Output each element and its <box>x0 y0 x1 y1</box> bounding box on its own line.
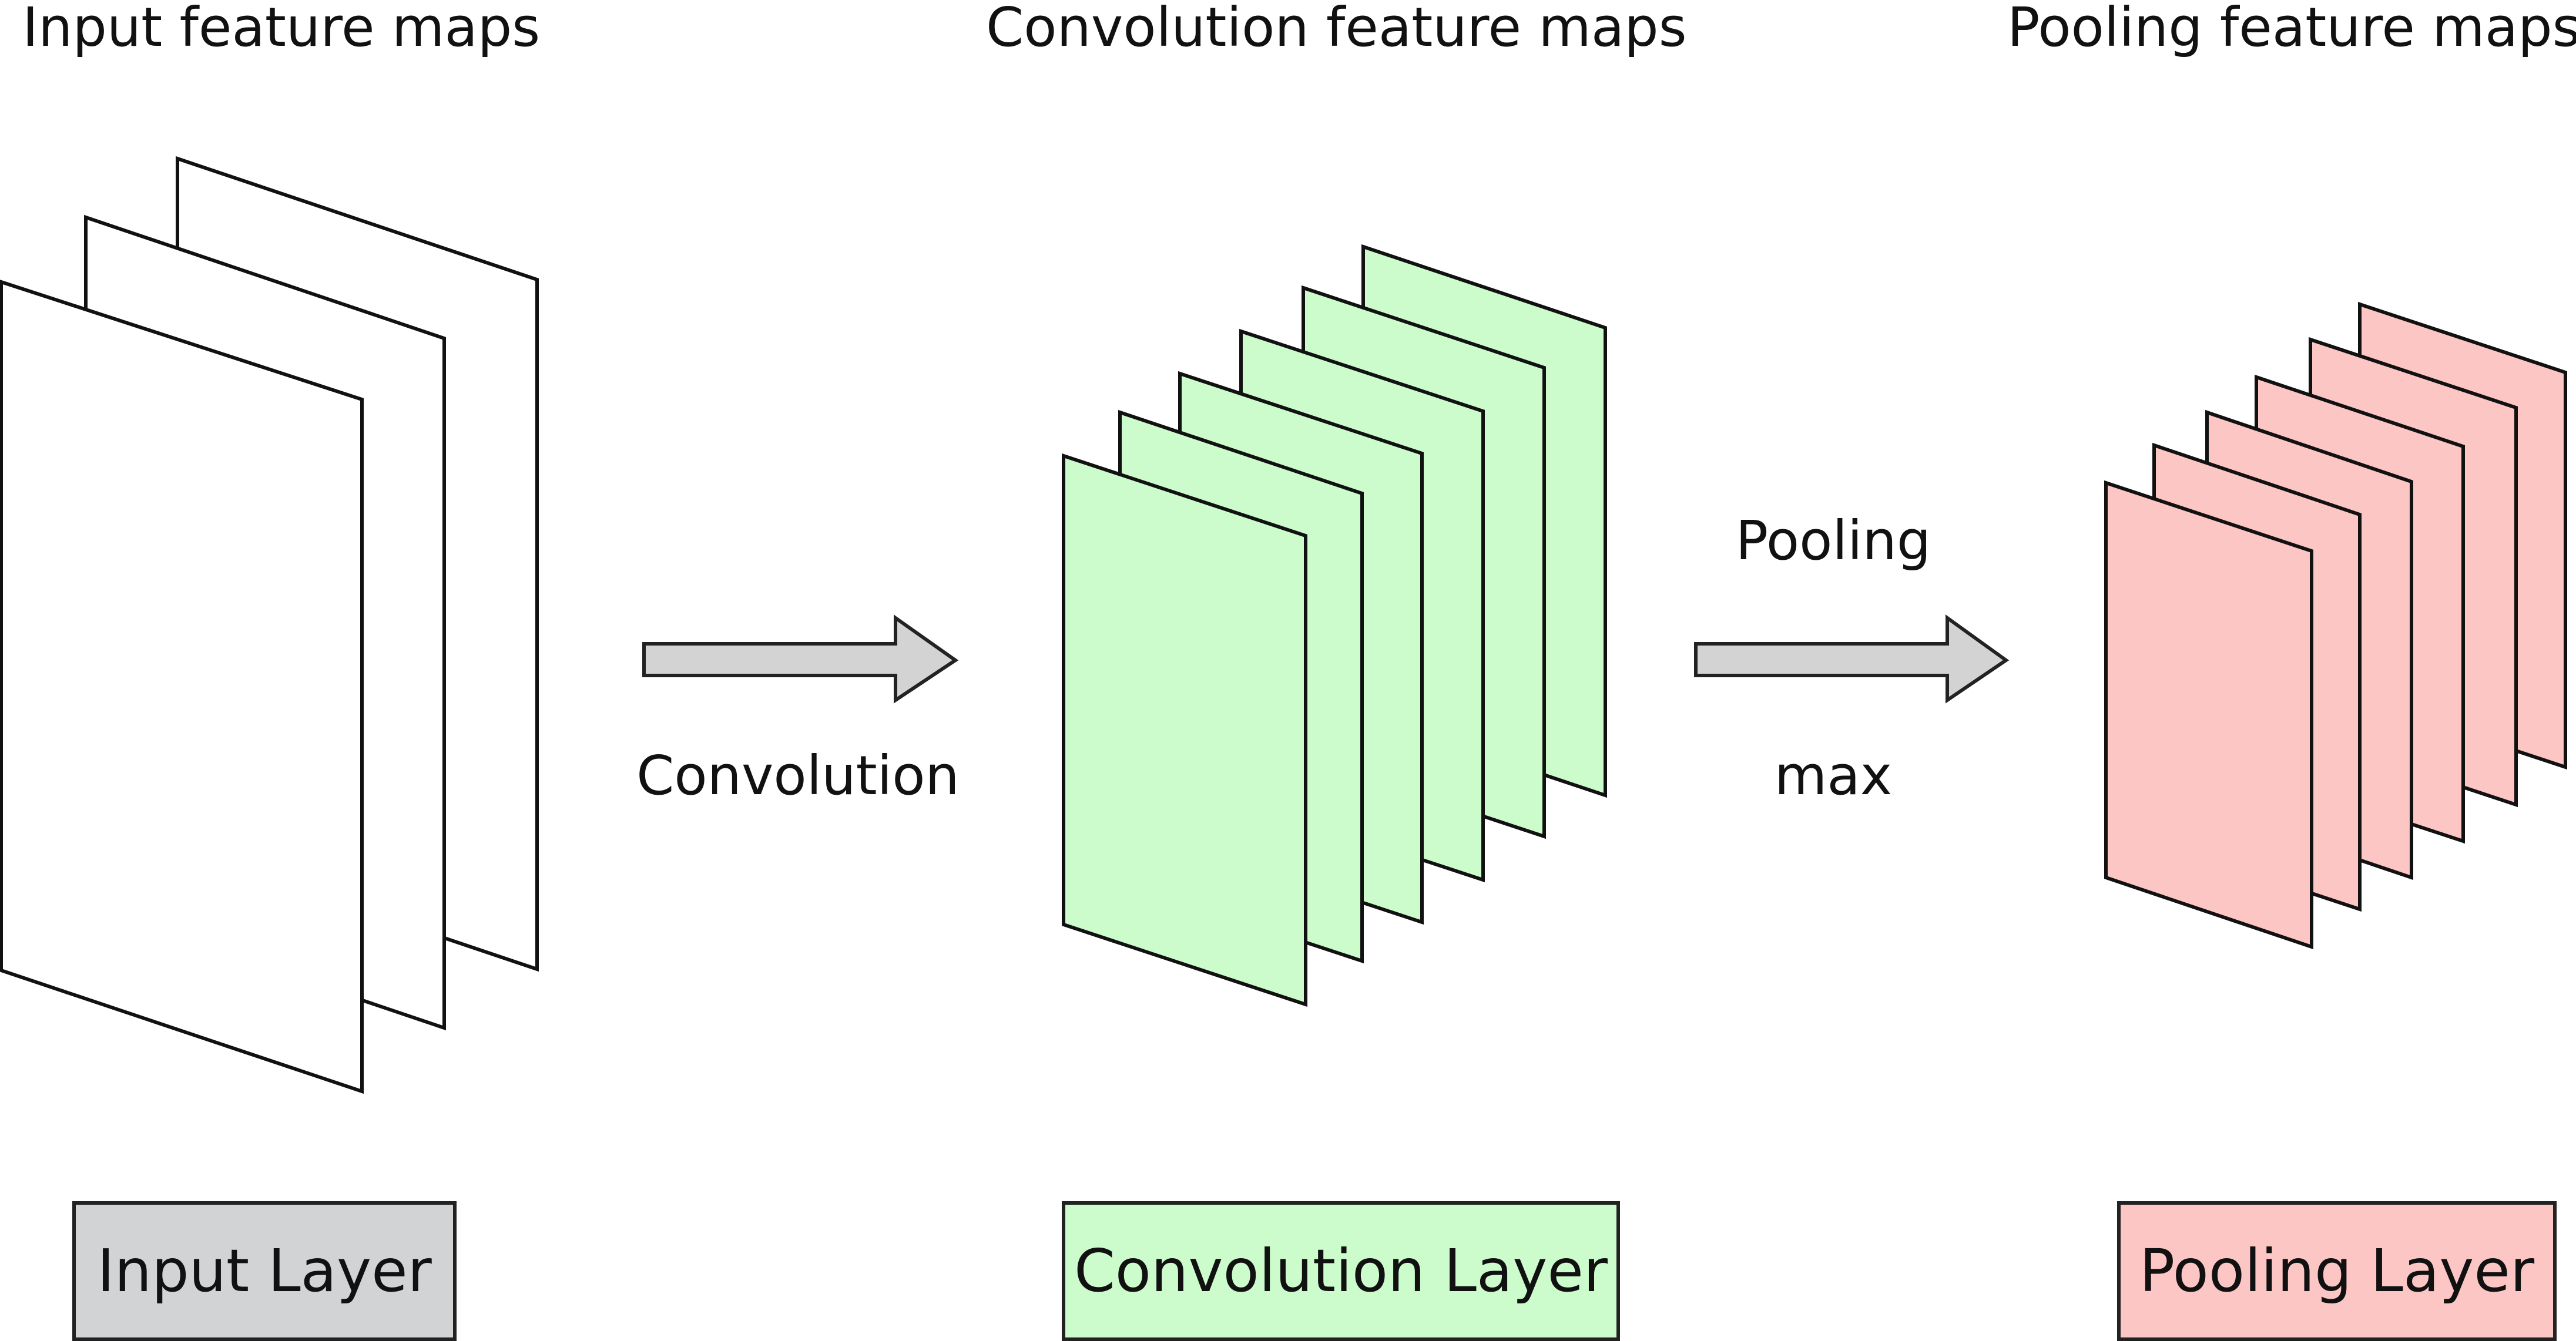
input-layer-label: Input Layer <box>97 1236 432 1305</box>
convolution-feature-map-stack <box>1062 244 1607 1007</box>
convolution-feature-map <box>1062 453 1307 1007</box>
pooling-arrow <box>1694 614 2010 704</box>
input-layer-box: Input Layer <box>72 1201 457 1341</box>
convolution-operation-label: Convolution <box>636 744 960 807</box>
pooling-layer-box: Pooling Layer <box>2117 1201 2557 1341</box>
input-feature-maps-heading: Input feature maps <box>22 0 540 59</box>
convolution-arrow <box>642 614 959 704</box>
convolution-layer-label: Convolution Layer <box>1074 1236 1608 1305</box>
max-operation-label: max <box>1775 744 1892 807</box>
pooling-feature-map <box>2104 480 2313 950</box>
pooling-operation-label: Pooling <box>1736 509 1931 572</box>
pooling-layer-label: Pooling Layer <box>2139 1236 2535 1305</box>
input-feature-map <box>0 280 364 1094</box>
pooling-feature-map-stack <box>2104 301 2567 950</box>
convolution-layer-box: Convolution Layer <box>1062 1201 1620 1341</box>
pooling-feature-maps-heading: Pooling feature maps <box>2007 0 2576 59</box>
convolution-feature-maps-heading: Convolution feature maps <box>986 0 1687 59</box>
input-feature-map-stack <box>0 156 539 1094</box>
